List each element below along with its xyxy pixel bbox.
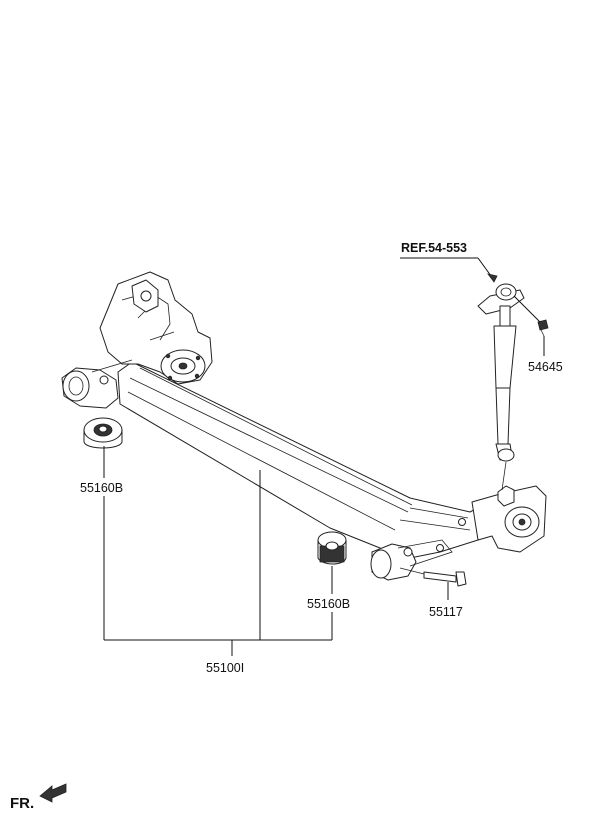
part-label-55100i[interactable]: 55100I bbox=[206, 661, 244, 675]
front-label: FR. bbox=[10, 795, 34, 812]
rear-axle-beam bbox=[61, 271, 547, 581]
front-indicator: FR. bbox=[10, 783, 67, 812]
bushing-right[interactable] bbox=[317, 531, 347, 565]
part-label-54645[interactable]: 54645 bbox=[528, 360, 563, 374]
bolt-55117[interactable] bbox=[399, 567, 467, 587]
bushing-left[interactable] bbox=[83, 417, 123, 449]
arrow-left-icon bbox=[39, 783, 67, 803]
leader-lines bbox=[103, 257, 545, 656]
shock-absorber[interactable] bbox=[477, 283, 525, 491]
bolt-54645[interactable] bbox=[537, 319, 549, 337]
part-label-55117[interactable]: 55117 bbox=[429, 605, 463, 619]
part-label-55160b-left[interactable]: 55160B bbox=[80, 481, 123, 495]
part-label-55160b-right[interactable]: 55160B bbox=[307, 597, 350, 611]
ref-label[interactable]: REF.54-553 bbox=[401, 241, 467, 255]
